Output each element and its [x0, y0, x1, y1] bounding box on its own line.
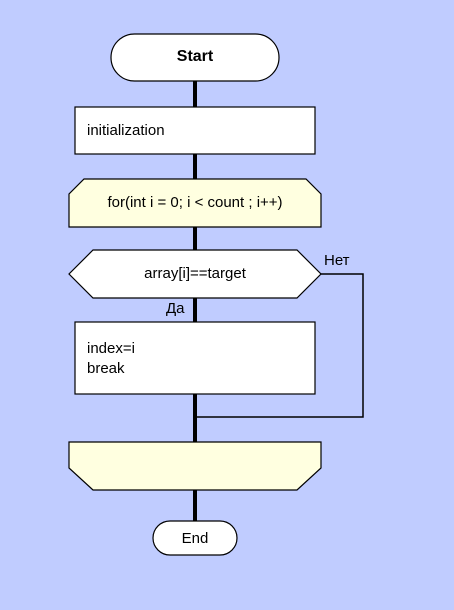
action-box — [74, 321, 316, 395]
loop-label: for(int i = 0; i < count ; i++) — [107, 194, 283, 211]
start-label: Start — [176, 48, 214, 65]
decision-shape — [68, 249, 322, 299]
action-line-1: index=i — [87, 340, 135, 357]
no-branch-line — [195, 273, 364, 418]
loop-end-shape — [68, 441, 322, 491]
end-label: End — [181, 530, 209, 547]
no-branch-label: Нет — [324, 252, 350, 269]
loop-start-shape — [68, 178, 322, 228]
action-line-2: break — [87, 360, 125, 377]
yes-branch-label: Да — [166, 300, 185, 317]
condition-label: array[i]==target — [144, 265, 246, 282]
end-terminator — [152, 520, 238, 556]
start-terminator — [110, 33, 280, 82]
initialization-label: initialization — [87, 122, 165, 139]
initialization-box — [74, 106, 316, 155]
